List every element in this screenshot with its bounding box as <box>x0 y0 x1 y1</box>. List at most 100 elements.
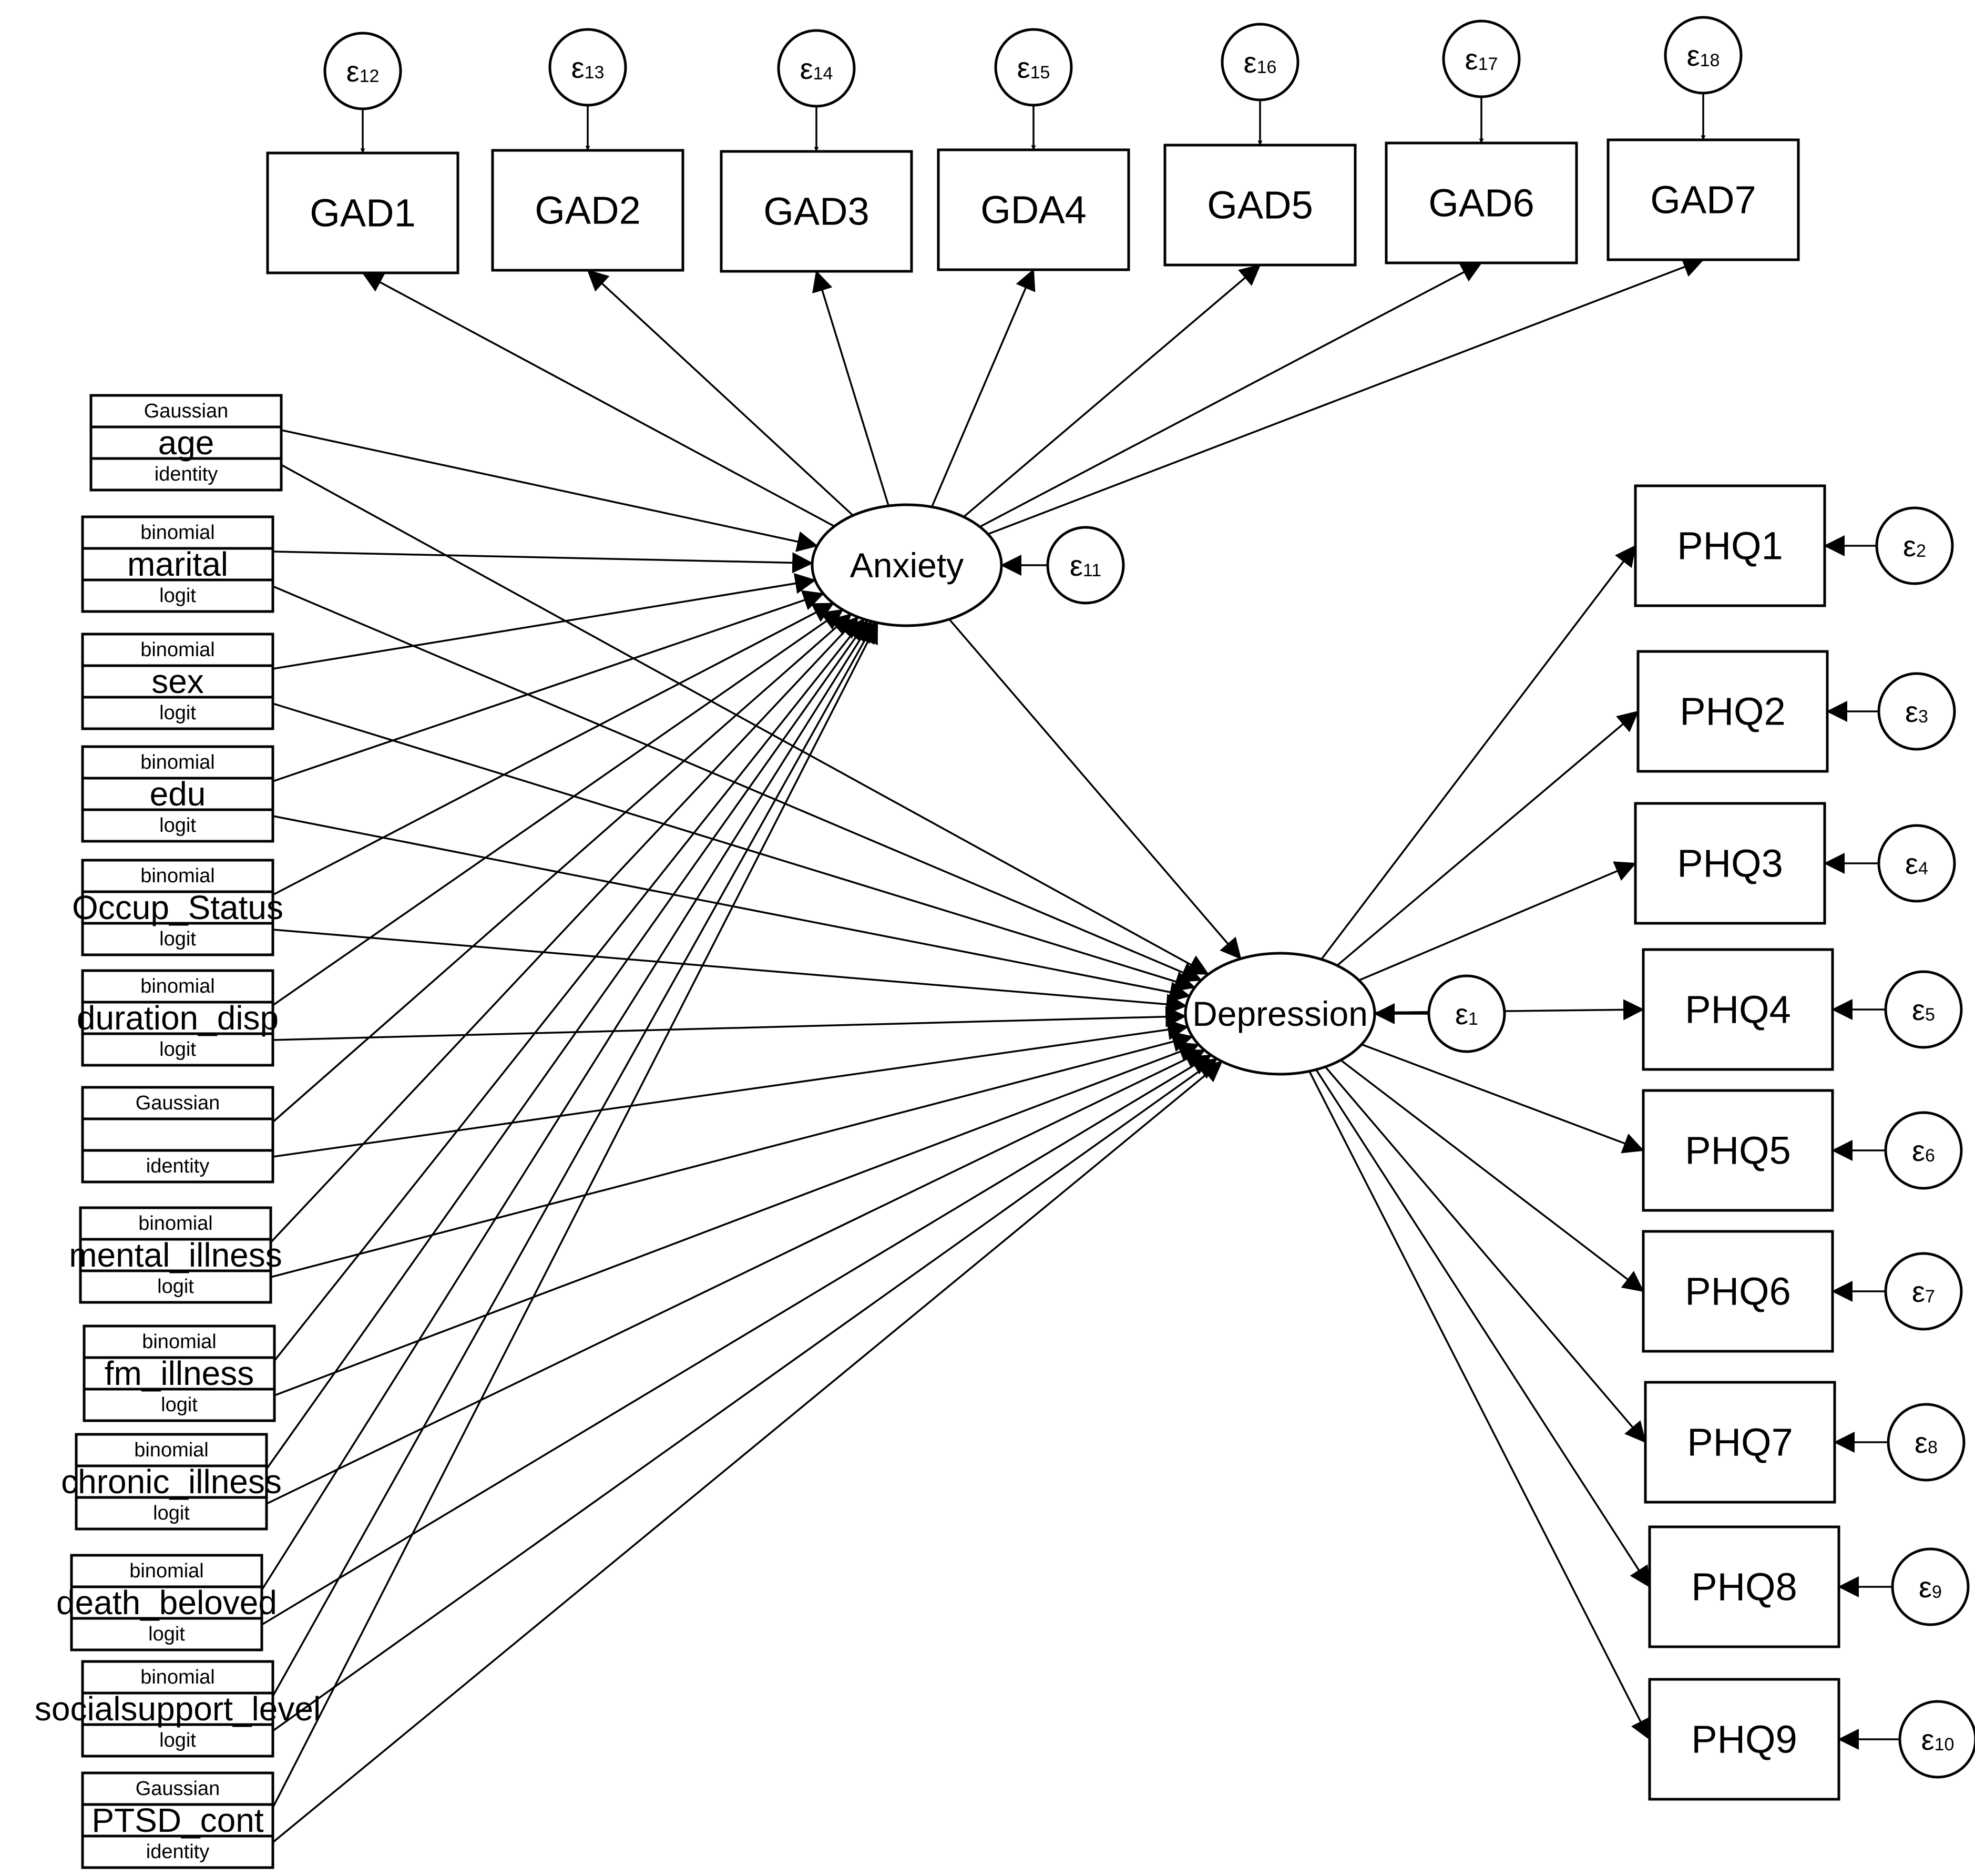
covariate-to-anxiety <box>265 619 869 1470</box>
phq-box <box>1648 1678 1840 1801</box>
gad-error-4-label: ε15 <box>1017 51 1050 84</box>
covariate-name-box <box>89 425 283 460</box>
gad-indicator-4: GDA4 <box>937 148 1130 271</box>
depression-loading-phq4 <box>1374 999 1644 1021</box>
covariate-name-box <box>81 890 274 925</box>
phq-indicator-3: PHQ3 <box>1634 802 1826 925</box>
gad-error-6-label: ε17 <box>1465 43 1498 76</box>
depression-error: ε1 <box>1427 974 1506 1053</box>
gad-box <box>1163 144 1357 267</box>
anxiety-loading-gad7 <box>987 257 1704 535</box>
phq-indicator-8: PHQ8 <box>1648 1525 1840 1648</box>
phq-box <box>1642 1089 1834 1212</box>
gad-error-1: ε12 <box>323 32 402 110</box>
phq-label: PHQ8 <box>1691 1565 1797 1609</box>
covariate-link: logit <box>157 1276 194 1298</box>
gad-label: GAD1 <box>310 191 416 235</box>
covariate-link-box <box>81 578 274 613</box>
anxiety-loading-gad1 <box>362 272 835 527</box>
gad-error-7: ε18 <box>1664 16 1743 95</box>
covariate-name: sex <box>151 662 204 700</box>
phq-label: PHQ6 <box>1685 1270 1791 1313</box>
covariate-to-anxiety <box>273 618 865 1362</box>
phq-box <box>1634 802 1826 925</box>
covariate-family-box <box>81 633 274 667</box>
latent-depression: Depression <box>1184 952 1376 1076</box>
phq-box <box>1642 1230 1834 1353</box>
covariate-name-box <box>70 1585 263 1620</box>
gad-label: GDA4 <box>980 188 1087 232</box>
depression-error-label: ε1 <box>1455 997 1478 1031</box>
gad-label: GAD7 <box>1650 178 1756 222</box>
covariate-to-depression <box>272 1058 1218 1732</box>
phq-error-9-label: ε10 <box>1921 1723 1954 1756</box>
covariate-name-box <box>75 1464 268 1499</box>
phq-indicator-6: PHQ6 <box>1642 1230 1834 1353</box>
covariate-to-anxiety <box>270 616 859 1243</box>
phq-error-6: ε7 <box>1884 1252 1963 1331</box>
covariate-family: binomial <box>140 865 215 887</box>
depression-loading-phq5 <box>1361 1043 1644 1154</box>
covariate-name: marital <box>127 545 228 583</box>
gad-error-3: ε14 <box>777 29 856 108</box>
phq-error-6-label: ε7 <box>1912 1275 1935 1308</box>
anxiety-loading-gad6 <box>979 262 1482 528</box>
depression-label: Depression <box>1192 994 1368 1033</box>
phq-box <box>1644 1381 1836 1504</box>
covariate-link-box <box>79 1269 272 1304</box>
depression-loading-phq9 <box>1308 1070 1651 1740</box>
covariate-link: logit <box>159 585 196 607</box>
covariate-to-anxiety <box>272 590 825 782</box>
covariate-to-anxiety <box>272 613 852 1123</box>
covariate-to-anxiety <box>272 573 816 670</box>
covariate-to-depression <box>272 1061 1223 1843</box>
covariate-family-box <box>83 1324 276 1359</box>
gad-error-4: ε15 <box>994 28 1073 107</box>
phq-error-7-circle <box>1887 1403 1966 1482</box>
anxiety-error: ε11 <box>1046 526 1125 605</box>
gad-error-4-circle <box>994 28 1073 107</box>
covariate-to-depression <box>272 1019 1189 1158</box>
covariate-family: binomial <box>138 1212 213 1235</box>
covariate-link: identity <box>146 1155 209 1177</box>
covariate-to-anxiety <box>281 429 818 552</box>
covariate-to-depression <box>272 702 1196 992</box>
depression-loading-phq1 <box>1321 545 1636 960</box>
phq-error-2: ε3 <box>1877 672 1956 751</box>
covariate-link-box <box>75 1496 268 1531</box>
gad-indicator-3: GAD3 <box>720 150 913 273</box>
phq-error-8-circle <box>1891 1547 1970 1626</box>
covariate-name: socialsupport_level <box>35 1690 321 1728</box>
gad-box <box>266 151 459 274</box>
gad-error-2: ε13 <box>548 28 627 107</box>
phq-indicator-1: PHQ1 <box>1634 484 1826 607</box>
phq-error-1-circle <box>1875 506 1954 585</box>
covariate-family-box <box>89 394 283 429</box>
covariate-to-depression <box>272 929 1188 1015</box>
covariate-link-box <box>81 1149 274 1184</box>
covariate-link: logit <box>161 1394 198 1416</box>
covariate-link-box <box>81 922 274 956</box>
gad-indicator-2: GAD2 <box>491 149 684 272</box>
phq-error-4-label: ε5 <box>1912 993 1935 1026</box>
covariate-family: Gaussian <box>136 1778 220 1800</box>
phq-error-3-label: ε4 <box>1905 847 1928 880</box>
covariate-to-depression <box>281 464 1210 975</box>
gad-error-5-circle <box>1221 23 1299 101</box>
covariate-family-box <box>81 1660 274 1695</box>
phq-error-8-label: ε9 <box>1919 1571 1942 1604</box>
gad-box <box>1606 138 1800 261</box>
path-edges <box>261 93 1900 1843</box>
gad-label: GAD6 <box>1428 181 1534 225</box>
covariate-to-anxiety <box>272 621 878 1808</box>
covariate-name: edu <box>150 775 206 813</box>
phq-error-5: ε6 <box>1884 1111 1963 1190</box>
covariate-link: logit <box>159 928 196 950</box>
path-nodes: GAD1ε12GAD2ε13GAD3ε14GDA4ε15GAD5ε16GAD6ε… <box>35 16 1975 1869</box>
